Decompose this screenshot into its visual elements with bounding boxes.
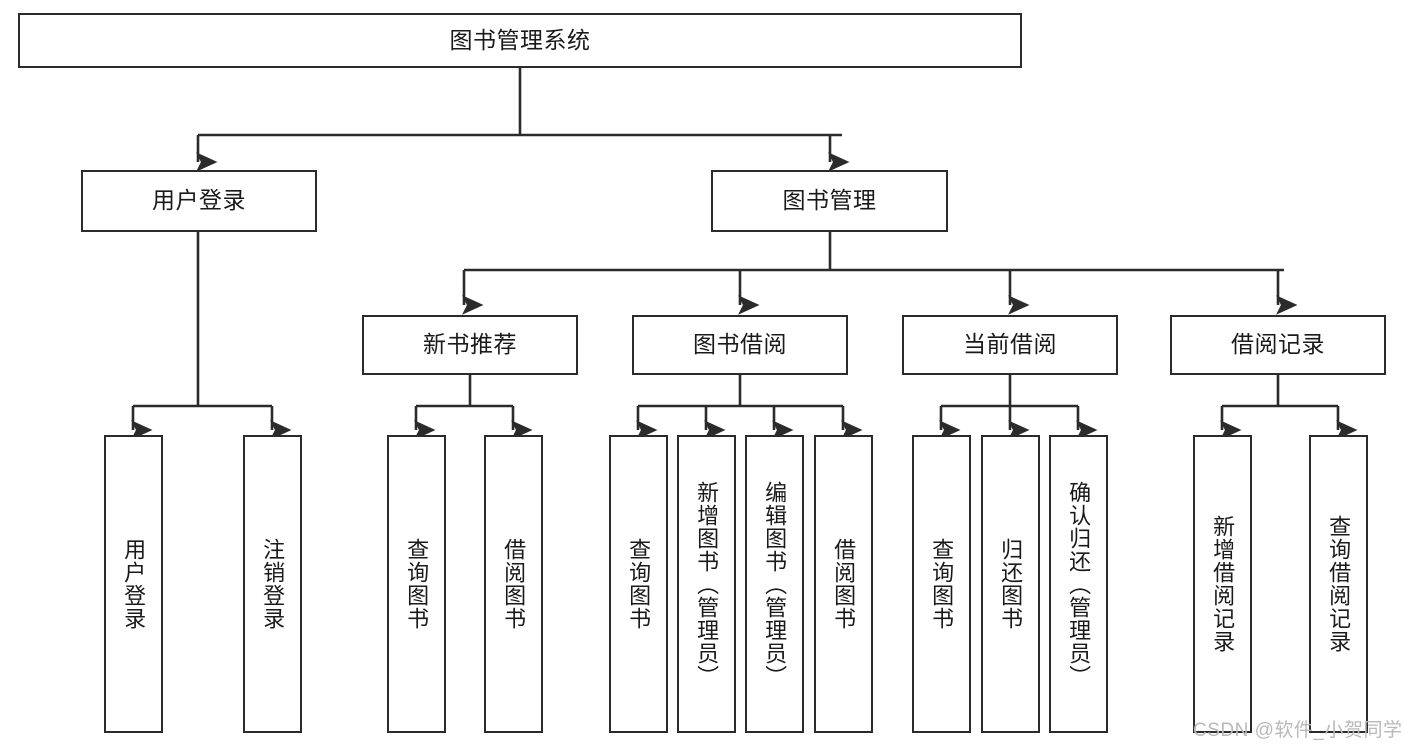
node-label: 注销登录 (260, 538, 286, 630)
node-root-book-management-system[interactable]: 图书管理系统 (18, 13, 1022, 68)
leaf-book-borrow-borrow[interactable]: 借阅图书 (814, 435, 873, 733)
node-label: 用户登录 (152, 187, 246, 214)
node-label: 查询图书 (404, 538, 430, 630)
leaf-current-borrow-confirm-return-admin[interactable]: 确认归还（管理员） (1049, 435, 1108, 733)
node-label: 用户登录 (121, 538, 147, 630)
node-label: 查询图书 (929, 538, 955, 630)
node-current-borrow[interactable]: 当前借阅 (902, 315, 1118, 375)
leaf-new-book-borrow[interactable]: 借阅图书 (484, 435, 543, 733)
node-label: 查询图书 (626, 538, 652, 630)
leaf-new-book-query[interactable]: 查询图书 (387, 435, 446, 733)
leaf-user-login-signin[interactable]: 用户登录 (104, 435, 163, 733)
node-label: 查询借阅记录 (1326, 515, 1352, 653)
node-label: 图书管理 (782, 187, 877, 214)
leaf-borrow-record-query[interactable]: 查询借阅记录 (1309, 435, 1368, 733)
node-book-borrow[interactable]: 图书借阅 (632, 315, 848, 375)
node-label: 当前借阅 (963, 331, 1057, 358)
leaf-current-borrow-query[interactable]: 查询图书 (912, 435, 971, 733)
node-new-book-recommendation[interactable]: 新书推荐 (362, 315, 578, 375)
leaf-user-login-signout[interactable]: 注销登录 (243, 435, 302, 733)
node-label: 借阅图书 (501, 538, 527, 630)
node-label: 图书借阅 (693, 331, 787, 358)
node-label: 图书管理系统 (449, 26, 591, 53)
node-label: 确认归还（管理员） (1066, 480, 1092, 688)
leaf-book-borrow-add-admin[interactable]: 新增图书（管理员） (677, 435, 736, 733)
watermark-csdn: CSDN @软件_小贺同学 (1193, 720, 1403, 741)
node-label: 归还图书 (998, 538, 1024, 630)
leaf-book-borrow-edit-admin[interactable]: 编辑图书（管理员） (745, 435, 804, 733)
node-label: 借阅图书 (831, 538, 857, 630)
leaf-current-borrow-return[interactable]: 归还图书 (981, 435, 1040, 733)
node-label: 新书推荐 (423, 331, 517, 358)
node-book-management[interactable]: 图书管理 (711, 170, 948, 232)
node-label: 新增图书（管理员） (694, 480, 720, 688)
node-borrow-record[interactable]: 借阅记录 (1170, 315, 1386, 375)
node-user-login[interactable]: 用户登录 (81, 170, 317, 232)
node-label: 编辑图书（管理员） (762, 480, 788, 688)
node-label: 新增借阅记录 (1210, 515, 1236, 653)
leaf-book-borrow-query[interactable]: 查询图书 (609, 435, 668, 733)
node-label: 借阅记录 (1231, 331, 1325, 358)
leaf-borrow-record-add[interactable]: 新增借阅记录 (1193, 435, 1252, 733)
